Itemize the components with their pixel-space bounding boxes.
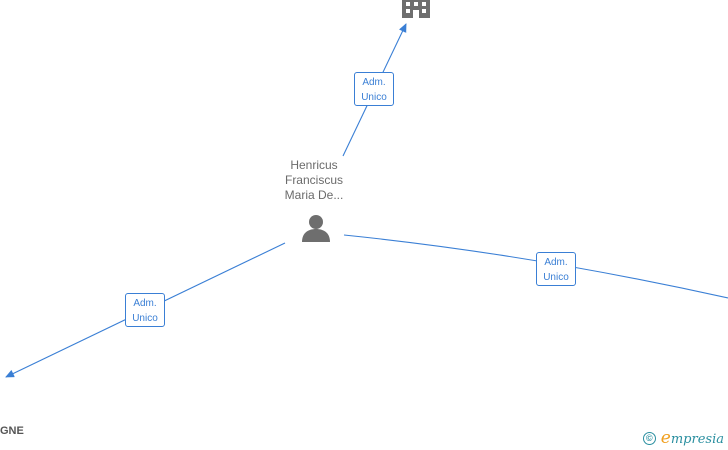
brand-rest: mpresia (670, 432, 724, 447)
edge-label-line-2: Unico (361, 92, 387, 103)
edge-label-line-1: Adm. (544, 257, 568, 268)
brand-logo[interactable]: © empresia (642, 428, 724, 448)
edge-label-line-1: Adm. (362, 77, 386, 88)
person-name-line-1: Henricus (290, 158, 338, 172)
copyright-icon: © (642, 431, 656, 445)
edge-label-line-1: Adm. (133, 298, 157, 309)
brand-name: empresia (661, 428, 724, 448)
edge-label-to-right: Adm. Unico (536, 252, 576, 286)
building-icon[interactable] (402, 0, 430, 18)
edge-label-line-2: Unico (543, 272, 569, 283)
edge-label-line-2: Unico (132, 313, 158, 324)
person-name-line-3: Maria De... (284, 188, 344, 202)
cut-off-node-label[interactable]: GNE (0, 425, 24, 437)
edge-label-to-company: Adm. Unico (354, 72, 394, 106)
edge-label-to-left: Adm. Unico (125, 293, 165, 327)
person-name[interactable]: Henricus Franciscus Maria De... (264, 158, 364, 203)
edge-line-to-right (343, 234, 728, 299)
person-icon[interactable] (302, 215, 330, 242)
person-name-line-2: Franciscus (284, 173, 343, 187)
brand-initial: e (660, 428, 671, 448)
